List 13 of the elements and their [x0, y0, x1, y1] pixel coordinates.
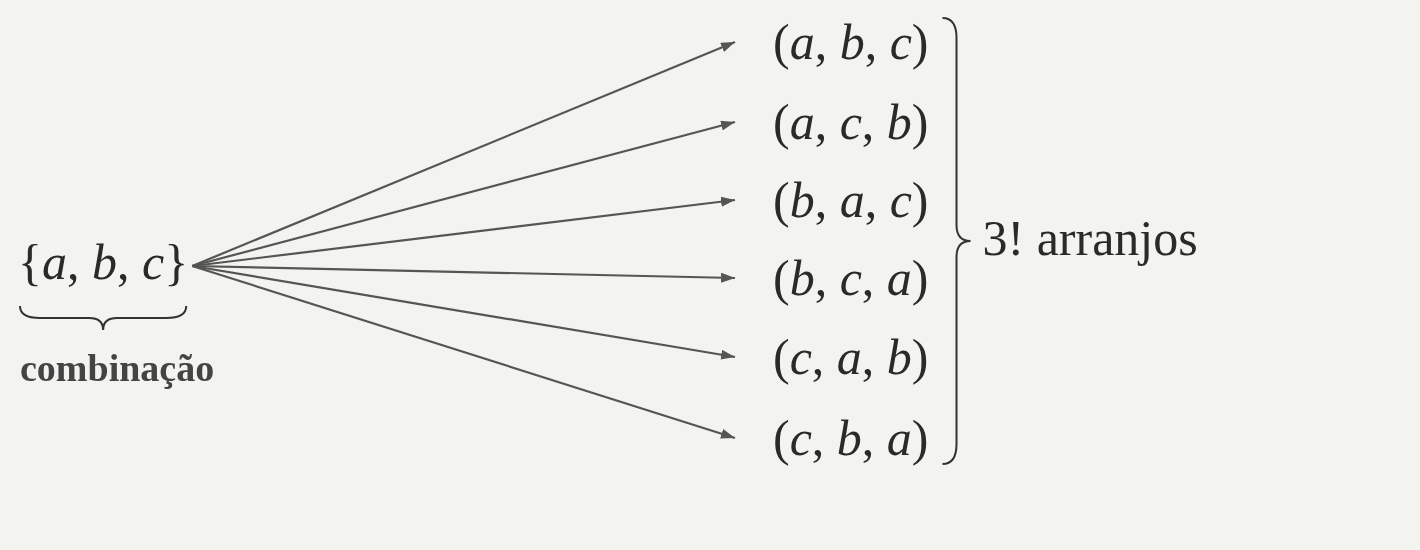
tuple-expression: (c, b, a) [735, 408, 929, 468]
tuple-expression: (b, c, a) [735, 248, 929, 308]
tuple-expression: (a, c, b) [735, 92, 929, 152]
arrow [191, 264, 736, 440]
arrow [192, 196, 736, 268]
tuple-expression: (a, b, c) [735, 12, 929, 72]
brace-caption: combinação [20, 346, 215, 390]
arrow [192, 264, 736, 360]
tuple-expression: (c, a, b) [735, 327, 929, 387]
set-expression: {a, b, c} [18, 232, 189, 292]
tuple-expression: (b, a, c) [735, 170, 929, 230]
arrow [191, 120, 736, 268]
brace-caption: 3! arranjos [982, 209, 1198, 267]
